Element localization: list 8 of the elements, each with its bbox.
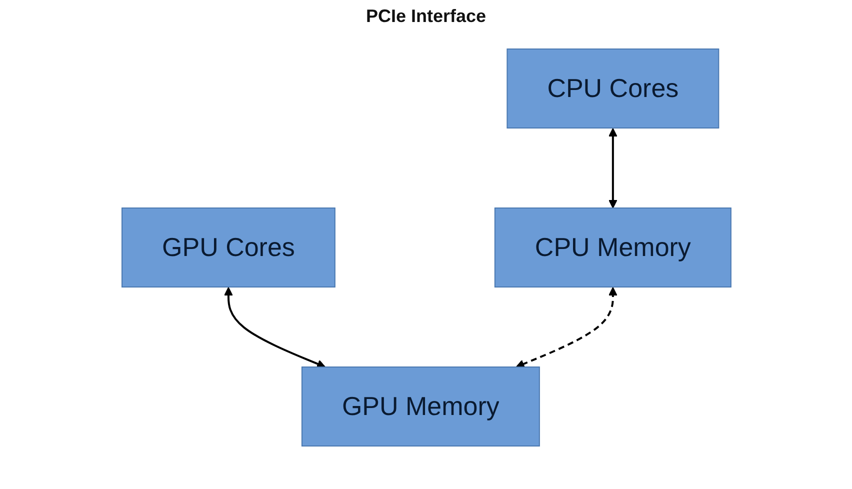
interface-label: PCIe Interface [366, 6, 486, 27]
node-box: CPU Cores [506, 48, 719, 128]
node-box: CPU Memory [494, 207, 731, 287]
arrow [515, 286, 617, 368]
node-box: GPU Memory [301, 366, 540, 446]
arrow [224, 286, 326, 368]
arrow [608, 128, 617, 208]
node-box: GPU Cores [121, 207, 335, 287]
